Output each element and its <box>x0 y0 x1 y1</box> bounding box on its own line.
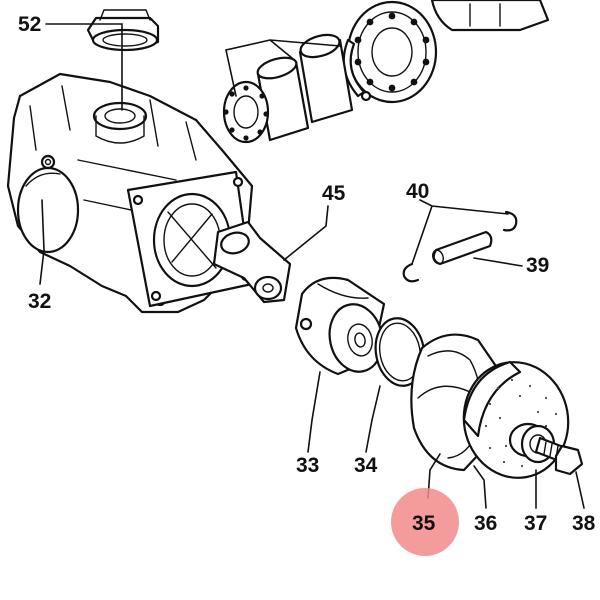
gearbox-housing-part <box>6 72 292 314</box>
leader-40 <box>411 199 509 265</box>
shaft-bearing-assembly-part <box>222 0 550 144</box>
leader-34 <box>365 385 381 453</box>
callout-38: 38 <box>572 512 596 535</box>
callout-labels: 52 32 45 40 39 33 34 35 36 37 38 <box>18 13 596 535</box>
callout-32: 32 <box>28 290 51 313</box>
callout-34: 34 <box>354 454 378 477</box>
callout-45: 45 <box>322 182 346 205</box>
leader-52 <box>45 23 123 111</box>
circlip-lower-part <box>402 262 420 283</box>
leader-33 <box>307 371 321 453</box>
leader-45 <box>283 205 329 261</box>
bolt-part <box>534 436 584 476</box>
piston-part <box>294 276 386 376</box>
circlip-upper-part <box>502 210 518 232</box>
leader-36 <box>473 465 487 509</box>
leader-38 <box>575 471 585 509</box>
leader-39 <box>473 257 523 267</box>
callout-39: 39 <box>526 254 549 277</box>
callout-36: 36 <box>474 512 497 535</box>
callout-52: 52 <box>18 13 41 36</box>
leader-32 <box>39 199 45 285</box>
leader-bearing-group <box>225 39 341 97</box>
piston-pin-part <box>432 230 493 266</box>
callout-35: 35 <box>412 512 436 535</box>
callout-33: 33 <box>296 454 319 477</box>
callout-40: 40 <box>406 180 429 203</box>
highlight-marker <box>391 488 459 556</box>
callout-37: 37 <box>524 512 547 535</box>
coupling-sleeve-part <box>86 9 160 52</box>
